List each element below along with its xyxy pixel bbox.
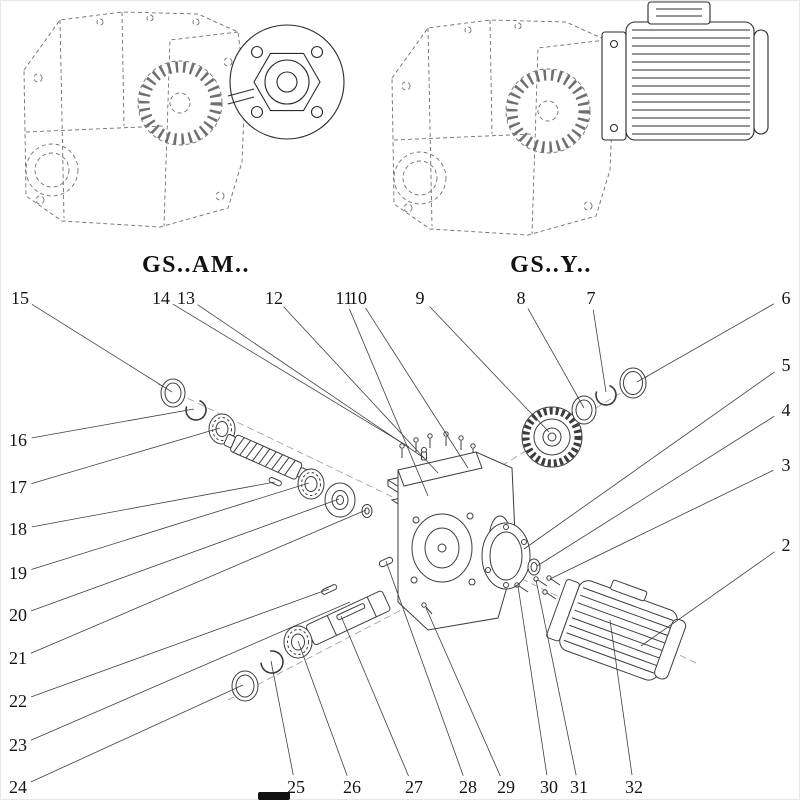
leader-line-11 <box>349 308 429 497</box>
leader-line-23 <box>30 601 351 741</box>
leader-line-20 <box>31 498 340 612</box>
callout-2: 2 <box>782 535 791 555</box>
leader-line-15 <box>31 303 173 393</box>
gear-housing <box>397 451 517 631</box>
cover-screws <box>399 431 476 458</box>
callout-11: 11 <box>335 288 352 308</box>
leader-line-18 <box>31 481 276 528</box>
leader-line-30 <box>517 585 548 776</box>
worm-gear <box>521 406 583 468</box>
callout-26: 26 <box>343 777 361 797</box>
shim-disc <box>324 482 356 518</box>
motor-flange-ring <box>481 522 531 590</box>
motor <box>546 579 687 681</box>
output-circlip <box>260 650 284 674</box>
leader-line-6 <box>636 303 775 383</box>
leader-line-10 <box>365 307 469 469</box>
callout-9: 9 <box>416 288 425 308</box>
input-circlip <box>185 399 207 421</box>
callout-28: 28 <box>459 777 477 797</box>
caption-gs-y: GS..Y.. <box>510 252 592 278</box>
leader-line-3 <box>549 469 774 580</box>
callout-17: 17 <box>9 477 27 497</box>
leader-line-4 <box>536 416 775 567</box>
callout-13: 13 <box>177 288 195 308</box>
leader-line-24 <box>30 684 244 783</box>
callout-6: 6 <box>782 288 791 308</box>
small-ring <box>361 504 373 518</box>
motor-bolts <box>514 575 561 600</box>
end-ring <box>619 367 647 399</box>
callout-30: 30 <box>540 777 558 797</box>
callout-19: 19 <box>9 563 27 583</box>
callout-16: 16 <box>9 430 27 450</box>
leader-line-28 <box>385 560 464 776</box>
callout-5: 5 <box>782 355 791 375</box>
callout-24: 24 <box>9 777 27 797</box>
callout-20: 20 <box>9 605 27 625</box>
shaft-key <box>321 584 338 595</box>
callout-15: 15 <box>11 288 29 308</box>
callout-14: 14 <box>152 288 170 308</box>
callout-7: 7 <box>587 288 596 308</box>
callout-3: 3 <box>782 455 791 475</box>
output-washer <box>231 670 259 702</box>
callout-25: 25 <box>287 777 305 797</box>
leader-line-5 <box>523 371 775 550</box>
callout-4: 4 <box>782 400 791 420</box>
leader-line-17 <box>31 427 221 485</box>
exploded-view <box>157 367 699 702</box>
callout-22: 22 <box>9 691 27 711</box>
shaft-pin <box>268 477 282 487</box>
leader-line-25 <box>270 660 294 776</box>
leader-line-14 <box>172 303 410 448</box>
leader-line-7 <box>592 309 607 393</box>
leader-line-21 <box>30 509 367 654</box>
bottom-edge-mark <box>258 792 290 800</box>
gear-washer <box>571 395 597 425</box>
center-lines <box>157 369 699 701</box>
callout-8: 8 <box>517 288 526 308</box>
leader-line-2 <box>640 551 775 647</box>
leader-line-26 <box>297 640 348 776</box>
leader-line-31 <box>535 579 577 776</box>
gear-circlip <box>595 384 617 406</box>
callout-18: 18 <box>9 519 27 539</box>
leader-line-27 <box>340 615 409 777</box>
callout-10: 10 <box>349 288 367 308</box>
gearbox-drawing-gs-y <box>391 19 614 236</box>
leader-line-13 <box>197 304 425 459</box>
callout-12: 12 <box>265 288 283 308</box>
leader-line-12 <box>283 306 439 474</box>
callout-23: 23 <box>9 735 27 755</box>
leader-line-19 <box>31 482 310 570</box>
leader-line-22 <box>31 588 330 698</box>
callout-31: 31 <box>570 777 588 797</box>
gearbox-drawing-gs-am <box>23 11 246 228</box>
motor-drawing-gs-y <box>601 1 769 141</box>
leader-line-16 <box>31 408 195 439</box>
callout-27: 27 <box>405 777 423 797</box>
leader-line-9 <box>429 306 550 433</box>
input-seal <box>160 378 186 408</box>
leader-line-8 <box>527 308 585 409</box>
leader-line-32 <box>609 619 633 776</box>
worm-bearing <box>297 468 325 500</box>
output-flange-gs-am <box>227 24 345 140</box>
leader-line-29 <box>425 607 501 777</box>
small-screw <box>421 602 433 615</box>
callout-32: 32 <box>625 777 643 797</box>
callout-29: 29 <box>497 777 515 797</box>
caption-gs-am: GS..AM.. <box>142 252 250 278</box>
callout-21: 21 <box>9 648 27 668</box>
flange-oring <box>527 558 541 576</box>
